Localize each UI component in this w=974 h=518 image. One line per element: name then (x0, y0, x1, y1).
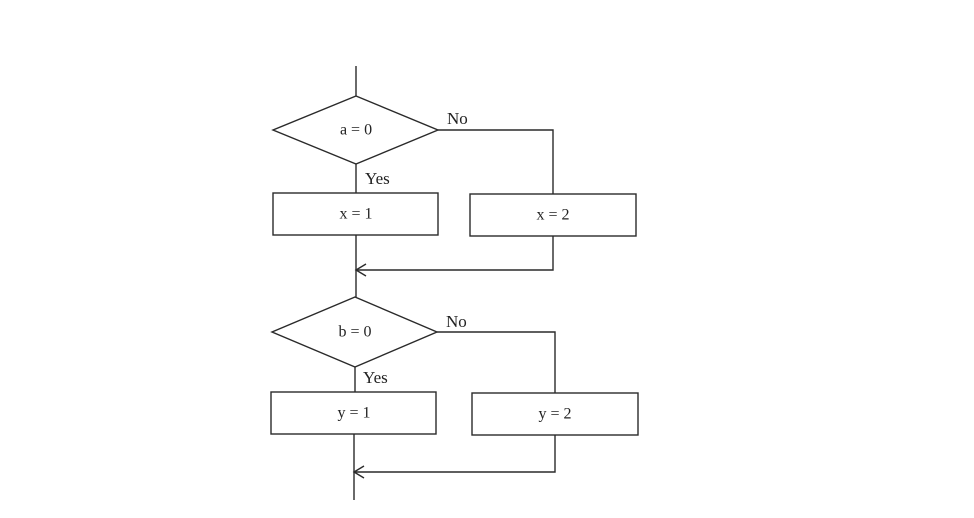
merge-connector-1 (356, 236, 554, 271)
decision-a-text: a = 0 (340, 122, 372, 139)
no-connector-1 (438, 129, 554, 194)
yes-label-2: Yes (363, 368, 388, 387)
merge-connector-2 (354, 435, 556, 473)
process-x1-box (272, 192, 439, 236)
decision-b-text: b = 0 (338, 324, 371, 341)
merge-arrowhead-2 (352, 465, 365, 479)
process-x2-text: x = 2 (536, 207, 569, 224)
merge-arrowhead-1 (354, 263, 367, 277)
process-y2-text: y = 2 (538, 406, 571, 423)
process-y1-text: y = 1 (337, 405, 370, 422)
no-label-2: No (446, 312, 467, 331)
no-label-1: No (447, 109, 468, 128)
yes-label-1: Yes (365, 169, 390, 188)
no-connector-2 (437, 331, 556, 393)
process-x1-text: x = 1 (339, 206, 372, 223)
